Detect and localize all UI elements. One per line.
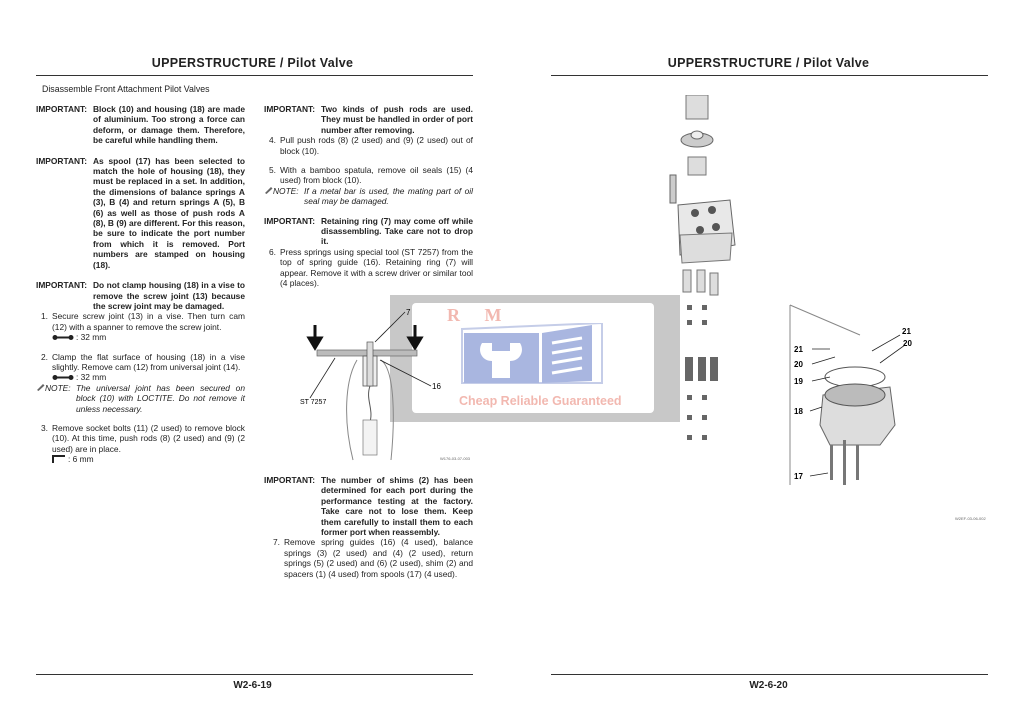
important-text: Do not clamp housing (18) in a vise to r… [93, 280, 245, 311]
pencil-icon [265, 186, 273, 194]
note-2: NOTE: If a metal bar is used, the mating … [264, 186, 473, 207]
note-text: If a metal bar is used, the mating part … [304, 185, 473, 207]
tool-spec: : 32 mm [52, 332, 245, 342]
left-footer-rule [36, 674, 473, 675]
step-7: 7. Remove spring guides (16) (4 used), ba… [264, 537, 473, 579]
step-number: 5. [269, 165, 276, 176]
left-page-header: UPPERSTRUCTURE / Pilot Valve [151, 56, 354, 70]
callout-16: 16 [432, 382, 441, 391]
step-number: 7. [273, 537, 280, 548]
step-number: 2. [41, 351, 48, 362]
hex-key-icon [52, 455, 65, 464]
right-column-lower: IMPORTANT: The number of shims (2) has be… [264, 475, 473, 579]
important-text: Block (10) and housing (18) are made of … [93, 104, 245, 146]
important-label: IMPORTANT: [264, 475, 316, 485]
step-number: 6. [269, 246, 276, 257]
important-2: IMPORTANT: As spool (17) has been selecte… [36, 156, 245, 270]
important-5: IMPORTANT: Retaining ring (7) may come of… [264, 216, 473, 247]
step-text: With a bamboo spatula, remove oil seals … [280, 165, 473, 186]
important-label: IMPORTANT: [36, 104, 88, 114]
step-text: Remove spring guides (16) (4 used), bala… [284, 537, 473, 579]
note-1: NOTE: The universal joint has been secure… [36, 383, 245, 414]
step-2: 2. Clamp the flat surface of housing (18)… [36, 352, 245, 373]
callout-20-right: 20 [903, 339, 912, 348]
note-label-text: NOTE: [273, 185, 299, 196]
tool-spec: : 32 mm [52, 372, 245, 382]
step-number: 4. [269, 135, 276, 146]
step-3: 3. Remove socket bolts (11) (2 used) to r… [36, 423, 245, 454]
watermark: R M Cheap Reliable Guaranteed [390, 295, 680, 422]
important-6: IMPORTANT: The number of shims (2) has be… [264, 475, 473, 537]
callout-21-right: 21 [902, 327, 911, 336]
step-1: 1. Secure screw joint (13) in a vise. The… [36, 311, 245, 332]
callout-20-left: 20 [794, 360, 803, 369]
step-text: Press springs using special tool (ST 725… [280, 246, 473, 289]
step-6: 6. Press springs using special tool (ST 7… [264, 247, 473, 289]
important-text: Two kinds of push rods are used. They mu… [321, 104, 473, 135]
step-text: Pull push rods (8) (2 used) and (9) (2 u… [280, 135, 473, 156]
step-4: 4. Pull push rods (8) (2 used) and (9) (2… [264, 135, 473, 156]
important-3: IMPORTANT: Do not clamp housing (18) in a… [36, 280, 245, 311]
important-1: IMPORTANT: Block (10) and housing (18) ar… [36, 104, 245, 146]
watermark-tagline: Cheap Reliable Guaranteed [459, 394, 622, 408]
note-label: NOTE: [36, 383, 76, 414]
tool-size: : 32 mm [76, 372, 107, 383]
pencil-icon [37, 383, 45, 391]
right-header-rule [551, 75, 988, 76]
important-label: IMPORTANT: [264, 215, 316, 226]
important-label: IMPORTANT: [36, 155, 88, 166]
important-text: The number of shims (2) has been determi… [321, 475, 473, 538]
right-footer-rule [551, 674, 988, 675]
step-text: Secure screw joint (13) in a vise. Then … [52, 311, 245, 332]
section-title: Disassemble Front Attachment Pilot Valve… [42, 84, 210, 94]
step-text: Clamp the flat surface of housing (18) i… [52, 351, 245, 372]
tool-size: : 32 mm [76, 332, 107, 343]
left-header-rule [36, 75, 473, 76]
wrench-icon [52, 375, 74, 381]
left-column: IMPORTANT: Block (10) and housing (18) ar… [36, 104, 245, 465]
right-page-header: UPPERSTRUCTURE / Pilot Valve [667, 56, 870, 70]
step-5: 5. With a bamboo spatula, remove oil seal… [264, 165, 473, 186]
book-logo-icon [461, 323, 603, 384]
important-text: As spool (17) has been selected to match… [93, 155, 245, 270]
callout-7: 7 [406, 308, 411, 317]
important-label: IMPORTANT: [264, 104, 316, 114]
callout-17: 17 [794, 472, 803, 481]
callout-st7257: ST 7257 [300, 399, 326, 406]
important-4: IMPORTANT: Two kinds of push rods are use… [264, 104, 473, 135]
right-column: IMPORTANT: Two kinds of push rods are use… [264, 104, 473, 289]
callout-21-left: 21 [794, 345, 803, 354]
left-page-number: W2-6-19 [233, 680, 272, 691]
step-number: 3. [41, 422, 48, 433]
important-label: IMPORTANT: [36, 280, 88, 291]
step-number: 1. [41, 311, 48, 322]
callout-18: 18 [794, 407, 803, 416]
step-text: Remove socket bolts (11) (2 used) to rem… [52, 422, 245, 454]
figure-id: W176-03-07-003 [440, 456, 471, 461]
spring-press-figure: 7 16 ST 7257 W176-03-07-003 [300, 308, 471, 461]
watermark-logo: R M [447, 305, 512, 325]
figure-id: W2EF-03-06-002 [955, 516, 986, 521]
exploded-view-figure: 21 20 19 18 17 21 20 W2EF-03-06-002 [669, 95, 986, 521]
tool-spec: : 6 mm [52, 454, 245, 464]
note-label: NOTE: [264, 186, 304, 207]
note-label-text: NOTE: [45, 382, 71, 393]
wrench-icon [52, 334, 74, 340]
callout-19: 19 [794, 377, 803, 386]
right-page-number: W2-6-20 [749, 680, 788, 691]
note-text: The universal joint has been secured on … [76, 382, 245, 414]
important-text: Retaining ring (7) may come off while di… [321, 215, 473, 247]
tool-size: : 6 mm [68, 454, 94, 465]
